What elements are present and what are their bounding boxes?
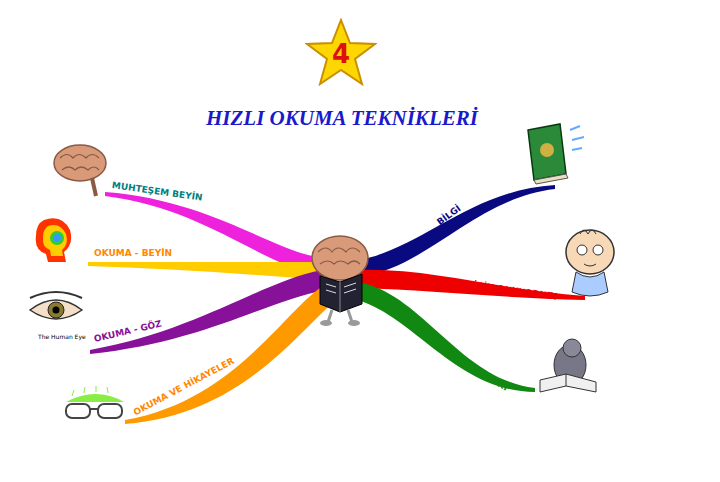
star-badge: 4 xyxy=(305,18,377,86)
star-number: 4 xyxy=(305,20,377,88)
branch-label: OKUMA - BEYİN xyxy=(94,248,172,258)
baby-icon xyxy=(566,230,614,296)
branch xyxy=(125,282,342,424)
central-figure xyxy=(312,236,368,326)
book-icon xyxy=(528,124,584,184)
gorilla-reader-icon xyxy=(540,339,596,392)
title: HIZLI OKUMA TEKNİKLERİ xyxy=(206,106,478,131)
glasses-icon xyxy=(66,386,124,418)
branch xyxy=(358,185,555,276)
eye-icon xyxy=(30,292,82,319)
branch xyxy=(350,282,535,392)
branch-label: NİÇİN OKUYORUZ? xyxy=(465,279,559,302)
rainbow-head-icon xyxy=(36,218,71,262)
brain-icon xyxy=(54,145,106,196)
branch xyxy=(88,262,320,280)
icon-caption: The Human Eye xyxy=(38,333,86,340)
branch-label: OKUMA ZEVKİ xyxy=(444,349,510,393)
branch-label: MUHTEŞEM BEYİN xyxy=(111,180,203,203)
